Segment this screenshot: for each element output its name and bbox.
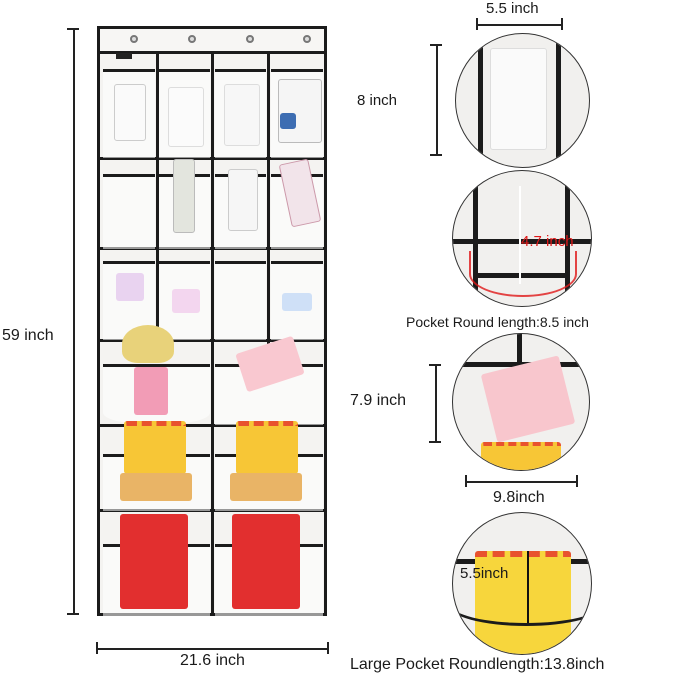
detail4-depth-label: 5.5inch (460, 565, 509, 582)
small-pocket (215, 261, 266, 340)
detail4-round-length-label: Large Pocket Roundlength:13.8inch (350, 656, 605, 673)
divider (453, 239, 591, 244)
height-dimension-tick-bottom (67, 613, 79, 615)
width-dimension-tick-left (96, 642, 98, 654)
divider (211, 51, 214, 615)
detail1-width-label: 5.5 inch (486, 0, 539, 17)
detail1-height-tick (430, 154, 442, 156)
divider (100, 157, 324, 160)
cosmetic-item (282, 293, 312, 311)
chips-bag-item (232, 514, 300, 609)
cosmetic-item (172, 289, 200, 313)
cosmetic-item (116, 273, 144, 301)
overall-width-label: 21.6 inch (180, 652, 245, 669)
grommet-icon (303, 35, 311, 43)
shoe-organizer (97, 26, 327, 617)
detail3-width-label: 9.8inch (493, 489, 545, 506)
overall-height-label: 59 inch (2, 327, 54, 344)
snack-bag-item (481, 442, 561, 470)
grommet-icon (130, 35, 138, 43)
plush-doll-item (122, 325, 174, 363)
grommet-icon (188, 35, 196, 43)
height-dimension-line (73, 28, 75, 614)
cup-item (228, 169, 258, 231)
detail1-height-line (436, 44, 438, 154)
divider (267, 51, 270, 345)
detail3-height-tick (429, 441, 441, 443)
detail1-height-label: 8 inch (357, 92, 398, 109)
phone-case-item (168, 87, 204, 147)
bottle-item (173, 159, 195, 233)
snack-bag-item (236, 421, 298, 474)
detail3-width-line (465, 481, 577, 483)
depth-measure-line (519, 186, 521, 284)
phone-case-item (224, 84, 260, 146)
divider (100, 424, 324, 427)
brand-tag (116, 53, 132, 59)
detail-circle-small-pocket (455, 33, 590, 168)
divider (156, 51, 159, 345)
width-dimension-line (96, 648, 328, 650)
detail3-width-tick (576, 475, 578, 487)
detail2-depth-label: 4.7 inch (521, 233, 574, 250)
snack-item (230, 473, 302, 501)
round-length-arc (453, 583, 591, 626)
detail-circle-large-pocket (452, 333, 590, 471)
detail3-width-tick (465, 475, 467, 487)
divider (100, 509, 324, 512)
chips-bag-item (120, 514, 188, 609)
snack-bag-item (124, 421, 186, 474)
detail1-width-line (476, 24, 562, 26)
detail3-height-tick (429, 364, 441, 366)
detail3-height-line (435, 364, 437, 441)
divider (100, 339, 324, 342)
detail1-width-tick (561, 18, 563, 30)
box-label (280, 113, 296, 129)
divider (556, 34, 561, 167)
detail1-height-tick (430, 44, 442, 46)
divider (565, 171, 570, 306)
detail2-round-length-label: Pocket Round length:8.5 inch (406, 314, 589, 330)
charger-item (114, 84, 146, 141)
grommet-icon (246, 35, 254, 43)
small-pocket (103, 174, 155, 249)
divider (473, 171, 478, 306)
detail1-width-tick (476, 18, 478, 30)
plush-doll-body (134, 367, 168, 415)
snack-item (120, 473, 192, 501)
box-item (278, 79, 322, 143)
divider (517, 334, 522, 364)
round-length-arc (469, 251, 577, 297)
detail-circle-pocket-depth (452, 170, 592, 307)
pillow-item (480, 355, 576, 443)
detail3-height-label: 7.9 inch (350, 392, 407, 409)
divider (478, 34, 483, 167)
height-dimension-tick-top (67, 28, 79, 30)
phone-case-item (490, 48, 547, 150)
detail-circle-large-pocket-depth (452, 512, 592, 655)
divider (100, 247, 324, 250)
width-dimension-tick-right (327, 642, 329, 654)
